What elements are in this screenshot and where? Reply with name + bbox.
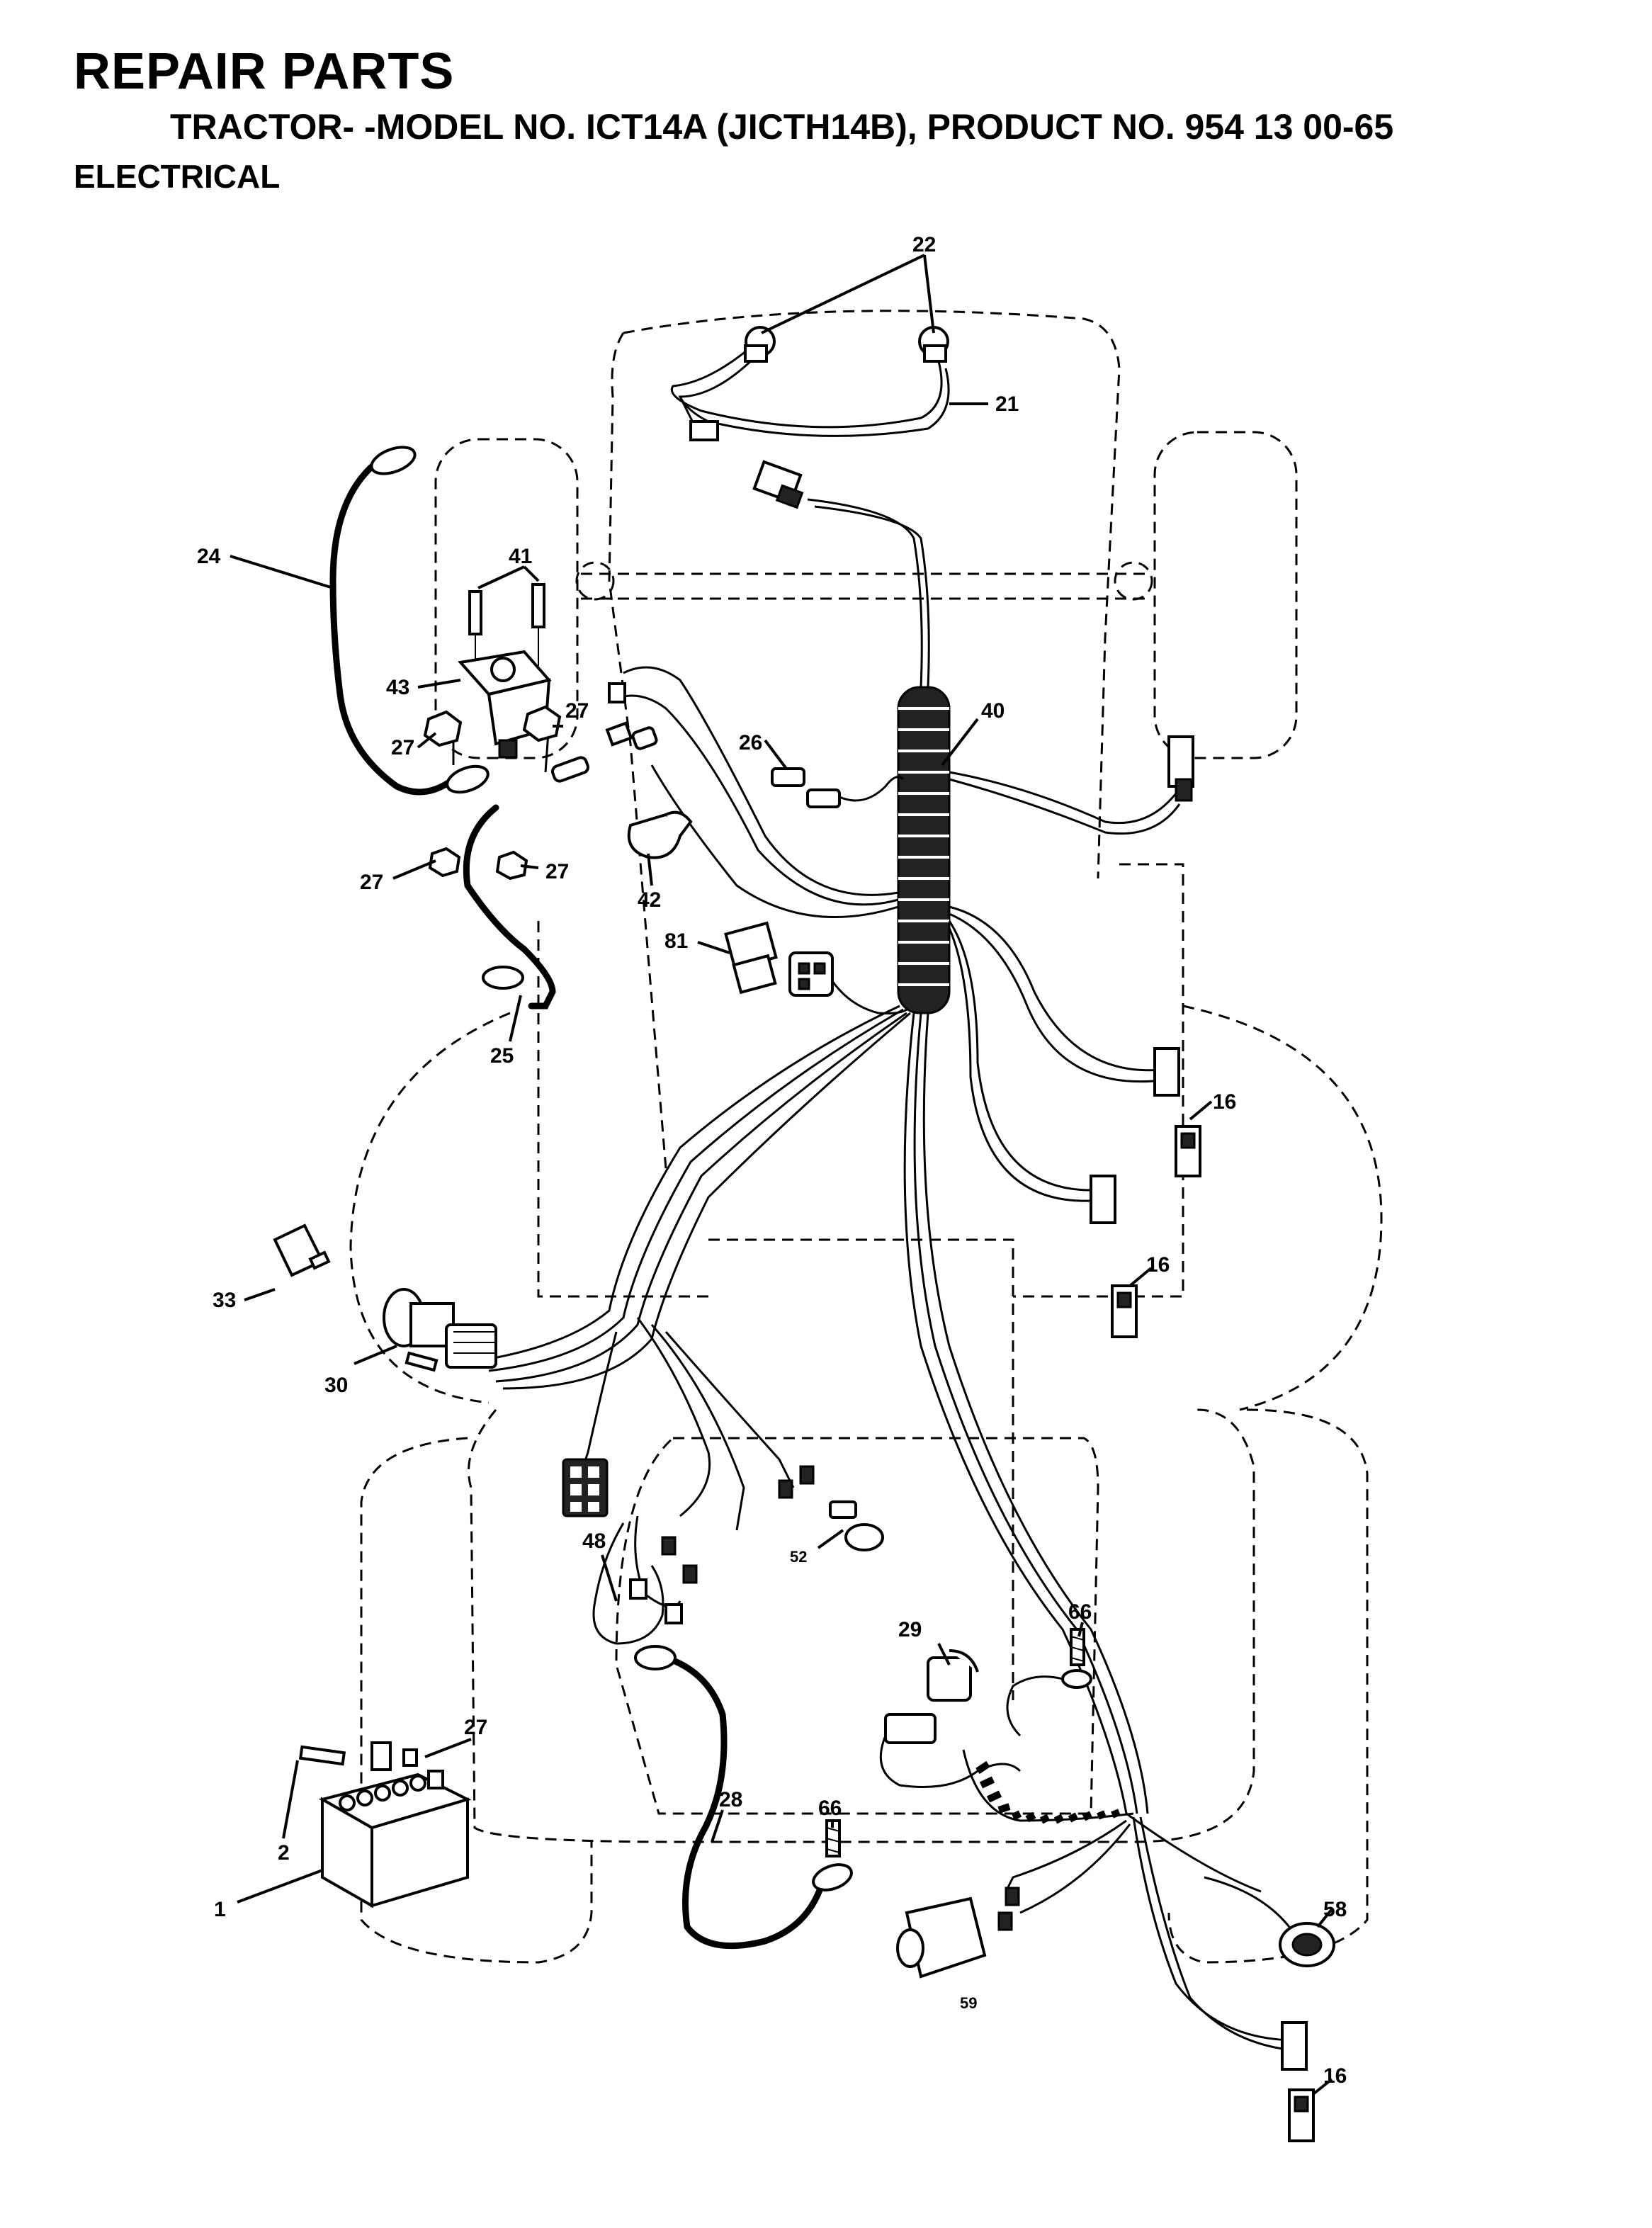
ignition-switch <box>383 1288 497 1372</box>
callout-2: 2 <box>278 1841 290 1865</box>
accessory-plug <box>1204 1876 1335 1967</box>
callout-24: 24 <box>197 545 221 568</box>
plunger-switch-connector-mid <box>1090 1175 1138 1338</box>
front-right-wheel <box>1153 431 1298 759</box>
front-axle <box>581 572 1148 600</box>
callout-labels: 22 21 24 41 43 27 27 40 26 27 27 42 81 2… <box>197 233 1347 2088</box>
callout-21: 21 <box>995 392 1019 416</box>
platform-outline <box>468 1408 1255 1843</box>
rear-right-wheel <box>1167 1408 1369 1964</box>
battery <box>318 1741 472 1908</box>
callout-30: 30 <box>324 1374 348 1397</box>
page-title: REPAIR PARTS <box>74 43 455 100</box>
callout-40: 40 <box>981 699 1005 723</box>
callout-43: 43 <box>386 676 409 699</box>
plunger-switch-connector-front <box>1153 1047 1201 1177</box>
hood-left-edge <box>608 332 667 1170</box>
control-module <box>896 1896 987 1979</box>
callout-48: 48 <box>582 1529 606 1553</box>
callout-25: 25 <box>490 1044 514 1068</box>
frame-right <box>1013 863 1184 1298</box>
rear-left-wheel <box>360 1437 593 1964</box>
right-spindle <box>1114 561 1153 601</box>
ground-bolt-right <box>1006 1628 1092 1737</box>
callout-27-d: 27 <box>545 860 569 883</box>
right-harness-connector <box>1167 735 1194 802</box>
callout-leaders <box>230 254 1333 2095</box>
seat-area <box>615 1437 1099 1815</box>
headlight-bulb-left <box>744 326 776 363</box>
pto-harness <box>592 1515 683 1645</box>
frame-left <box>537 921 708 1298</box>
main-wiring-harness <box>481 498 1304 2052</box>
frame-middle <box>708 1238 1014 1700</box>
terminal-boot <box>627 810 693 859</box>
page-header: REPAIR PARTS TRACTOR- -MODEL NO. ICT14A … <box>0 0 1652 198</box>
callout-1: 1 <box>214 1898 226 1921</box>
solenoid-screws <box>468 583 545 666</box>
ground-strap <box>634 1645 853 1950</box>
callout-42: 42 <box>638 888 661 912</box>
headlight-harness-plug <box>689 420 719 441</box>
fuse-holder <box>550 682 658 783</box>
model-subtitle: TRACTOR- -MODEL NO. ICT14A (JICTH14B), P… <box>170 107 1394 147</box>
callout-66-a: 66 <box>1068 1600 1092 1624</box>
hood-outline <box>623 310 1121 879</box>
deck-right-arc <box>1182 1005 1383 1411</box>
callout-22: 22 <box>912 233 936 256</box>
callout-27-c: 27 <box>360 871 383 894</box>
solenoid-nuts <box>423 705 562 881</box>
left-spindle <box>575 561 615 601</box>
battery-nut <box>402 1748 418 1767</box>
callout-27-a: 27 <box>565 699 589 723</box>
harness-block-connector <box>562 1458 609 1517</box>
callout-81: 81 <box>664 929 688 953</box>
callout-33: 33 <box>213 1289 236 1312</box>
relay <box>724 921 907 1014</box>
hood-connector <box>752 460 804 509</box>
section-label: ELECTRICAL <box>74 158 281 195</box>
callout-66-b: 66 <box>818 1797 842 1820</box>
harness-loom <box>897 686 951 1014</box>
battery-cable <box>463 804 556 1010</box>
callout-27-b: 27 <box>391 736 414 759</box>
ground-cable <box>329 446 490 796</box>
callout-27-e: 27 <box>464 1716 487 1739</box>
tractor-outline <box>349 310 1383 1964</box>
callout-16-c: 16 <box>1323 2064 1347 2088</box>
seat-switch <box>879 1649 1134 1824</box>
battery-bolt <box>298 1745 346 1766</box>
callout-28: 28 <box>719 1788 742 1811</box>
ground-terminal <box>829 1500 884 1551</box>
callout-41: 41 <box>509 545 532 568</box>
ignition-key <box>273 1223 331 1277</box>
headlight-harness <box>671 326 950 441</box>
fuse <box>771 767 905 808</box>
callout-59: 59 <box>960 1994 977 2012</box>
callout-58: 58 <box>1323 1898 1347 1921</box>
callout-16-a: 16 <box>1213 1090 1236 1114</box>
deck-left-arc <box>349 1012 511 1404</box>
callout-26: 26 <box>739 731 762 754</box>
headlight-bulb-right <box>918 326 949 363</box>
plunger-switch-connector-rear <box>1281 2021 1315 2142</box>
callout-52: 52 <box>790 1548 807 1566</box>
callout-16-b: 16 <box>1146 1253 1170 1277</box>
callout-29: 29 <box>898 1618 922 1641</box>
spade-terminals <box>661 1465 1020 1931</box>
